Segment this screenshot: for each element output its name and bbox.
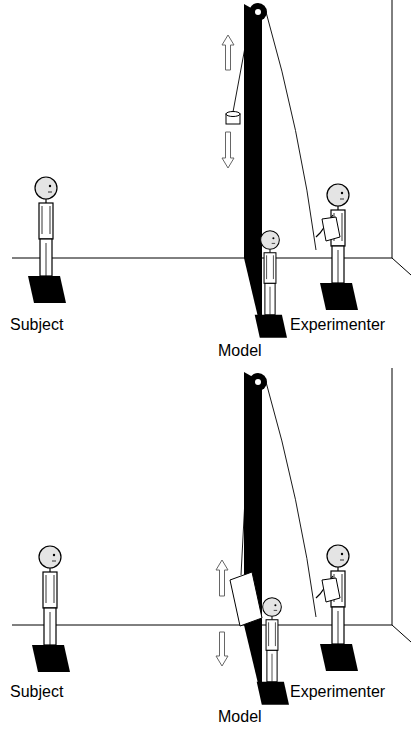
pulley-axle [255,379,261,385]
model-figure [257,598,289,705]
screen-board [244,372,262,700]
string [233,15,251,112]
bottom-panel [12,368,411,705]
cylinder-object [226,112,240,125]
experimenter-label: Experimenter [290,316,385,334]
paper-object [230,572,262,626]
experimenter-label: Experimenter [290,683,385,701]
up-arrow [216,560,228,596]
experimenter-figure [316,545,358,671]
string [266,12,316,250]
subject-figure [32,546,70,672]
wall-line [392,368,393,625]
down-arrow [222,132,234,168]
pulley-axle [255,9,261,15]
floor-line [392,625,411,642]
pulley [249,3,267,21]
model-label: Model [218,342,262,360]
string [241,385,251,575]
screen-board [244,4,262,334]
subject-label: Subject [10,316,63,334]
string [266,382,316,617]
subject-label: Subject [10,683,63,701]
floor-line [392,258,411,275]
down-arrow [216,632,228,666]
subject-figure [28,177,66,303]
top-panel [12,0,411,338]
model-label: Model [218,708,262,726]
pulley [249,373,267,391]
experimenter-figure [316,184,358,310]
up-arrow [222,35,234,70]
wall-line [392,0,393,258]
model-figure [255,231,287,338]
